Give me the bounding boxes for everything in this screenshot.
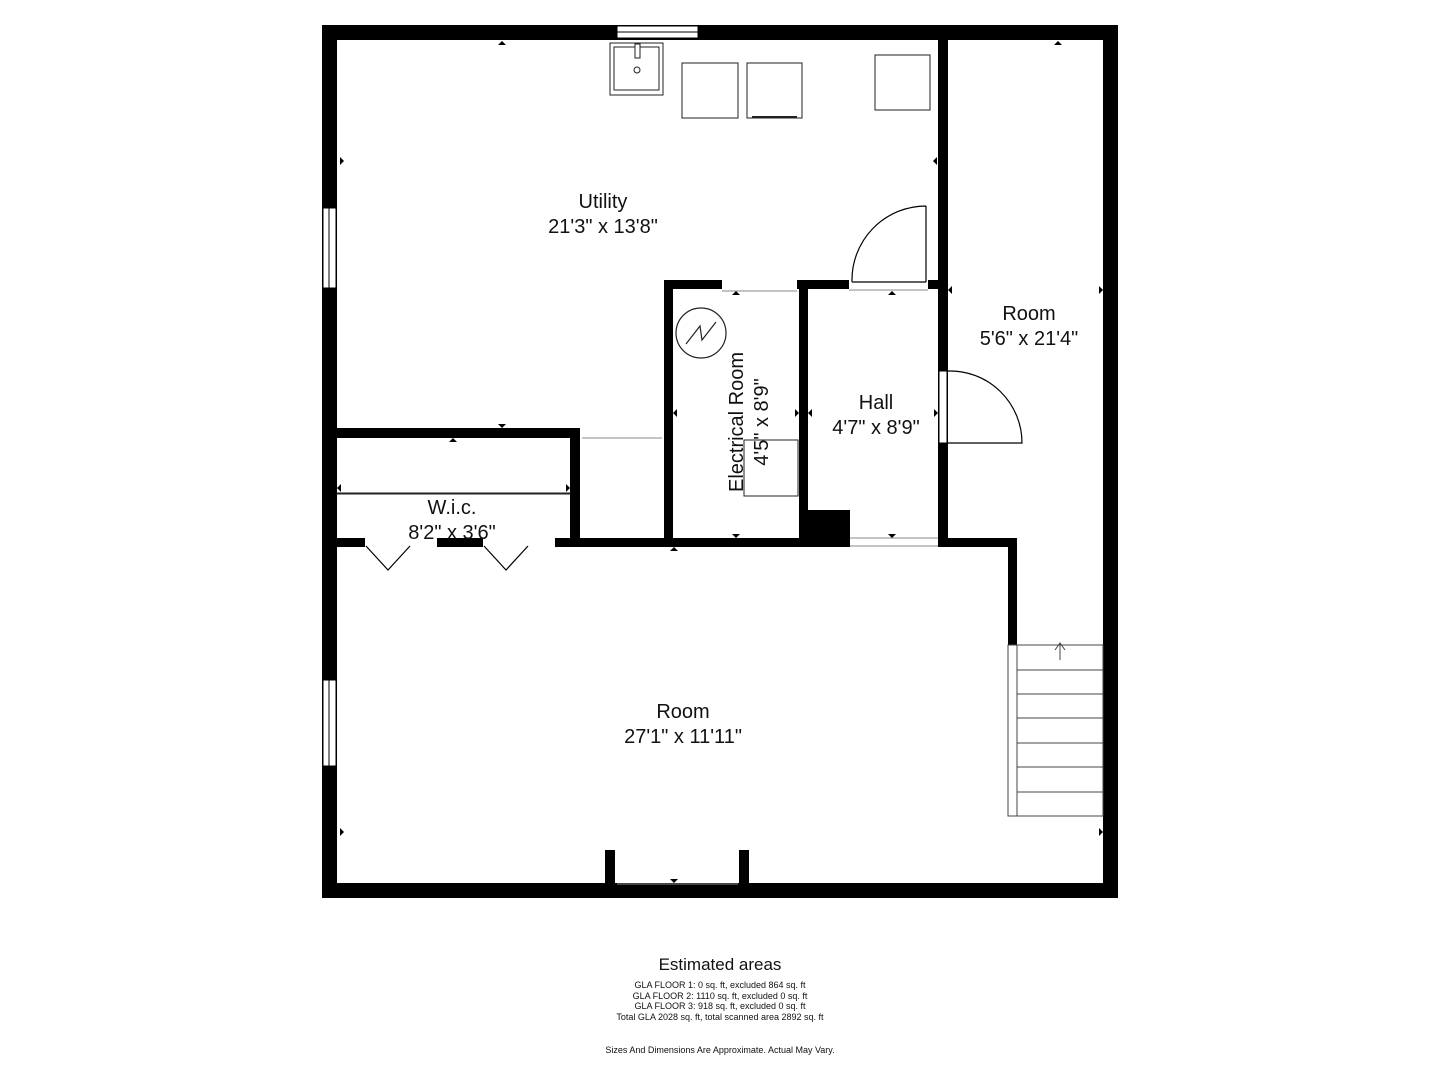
door-utility-hall <box>851 205 927 283</box>
dimension-markers <box>337 41 1103 883</box>
fixtures <box>336 42 931 497</box>
dryer <box>746 62 803 119</box>
wall-wic-top <box>337 428 580 438</box>
area-line-total: Total GLA 2028 sq. ft, total scanned are… <box>616 1011 824 1022</box>
door-wic-right <box>483 545 529 571</box>
wall-right <box>1103 25 1118 898</box>
area-line-floor-1: GLA FLOOR 1: 0 sq. ft, excluded 864 sq. … <box>634 980 806 990</box>
room-main-name: Room <box>656 701 709 723</box>
estimated-areas-list: GLA FLOOR 1: 0 sq. ft, excluded 864 sq. … <box>0 980 1440 1022</box>
hall-dims: 4'7" x 8'9" <box>832 417 919 439</box>
wall-elec-top-left <box>664 280 722 289</box>
wall-wic-right <box>570 428 580 547</box>
electrical-dims: 4'5" x 8'9" <box>751 378 773 465</box>
walls <box>322 25 1118 898</box>
wall-bottom <box>322 883 1118 898</box>
wall-elec-right <box>799 280 808 547</box>
wall-stub-right <box>739 850 749 890</box>
room-main-dims: 27'1" x 11'11" <box>624 726 742 748</box>
area-line-floor-2: GLA FLOOR 2: 1110 sq. ft, excluded 0 sq.… <box>632 990 808 1001</box>
door-jamb-right-room <box>938 370 948 444</box>
wall-hall-top-right <box>928 280 948 289</box>
wall-stair <box>1008 538 1017 645</box>
room-right-dims: 5'6" x 21'4" <box>980 328 1079 350</box>
openings <box>582 289 938 885</box>
electrical-icon <box>675 307 727 359</box>
wic-dims: 8'2" x 3'6" <box>408 522 495 544</box>
wall-hall-top <box>797 280 849 289</box>
water-heater <box>874 54 931 111</box>
estimated-areas-title: Estimated areas <box>658 955 782 974</box>
wall-mid-1 <box>337 538 365 547</box>
wic-name: W.i.c. <box>428 497 477 519</box>
door-wic-left <box>365 545 411 571</box>
disclaimer: Sizes And Dimensions Are Approximate. Ac… <box>605 1045 835 1055</box>
room-labels: Utility 21'3" x 13'8" Room 5'6" x 21'4" … <box>408 191 1078 748</box>
wall-left <box>322 25 337 898</box>
doors <box>365 205 1023 571</box>
stair-arrow-icon <box>1054 642 1066 660</box>
door-right-room <box>947 370 1023 444</box>
wall-elec-left <box>664 280 673 547</box>
wall-utility-right <box>938 40 948 547</box>
utility-name: Utility <box>579 191 628 213</box>
electrical-name: Electrical Room <box>726 352 748 492</box>
wall-mid-3 <box>555 538 850 547</box>
wall-stub-left <box>605 850 615 890</box>
wall-top <box>322 25 1118 40</box>
area-line-floor-3: GLA FLOOR 3: 918 sq. ft, excluded 0 sq. … <box>634 1001 806 1012</box>
electrical-panel <box>743 439 799 497</box>
utility-dims: 21'3" x 13'8" <box>548 216 658 238</box>
shelf-wic <box>336 492 571 495</box>
wall-mid-4 <box>938 538 1017 547</box>
washer <box>681 62 739 119</box>
stairs <box>1007 642 1104 817</box>
room-right-name: Room <box>1002 303 1055 325</box>
hall-name: Hall <box>859 392 893 414</box>
wall-mid-2 <box>437 538 483 547</box>
windows <box>322 25 948 767</box>
wall-hall-block <box>808 510 850 547</box>
